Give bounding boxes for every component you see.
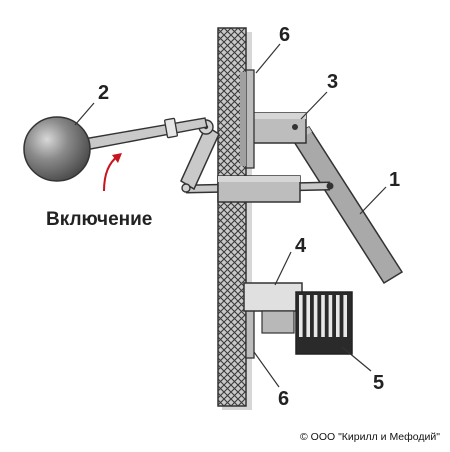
spring-fin bbox=[306, 295, 310, 337]
part-3-bracket bbox=[247, 112, 307, 144]
arm-clamp bbox=[164, 117, 178, 139]
label-5: 5 bbox=[373, 372, 384, 394]
part-4-block bbox=[243, 282, 303, 334]
pivot-pin-3 bbox=[292, 124, 298, 130]
label-6-bottom: 6 bbox=[278, 388, 289, 410]
part-2-ball-handle bbox=[23, 116, 208, 182]
label-3: 3 bbox=[327, 71, 338, 93]
part-6-top-plate bbox=[240, 69, 255, 169]
spring-fin bbox=[343, 295, 347, 337]
label-1: 1 bbox=[389, 169, 400, 191]
slider-block bbox=[217, 175, 301, 203]
spring-fin bbox=[321, 295, 325, 337]
spring-fin bbox=[328, 295, 333, 337]
copyright-note: © ООО "Кирилл и Мефодий" bbox=[300, 431, 440, 443]
action-arrow bbox=[103, 153, 122, 192]
part-5-spring-stack bbox=[295, 291, 353, 355]
spring-fin bbox=[313, 295, 318, 337]
label-4: 4 bbox=[295, 235, 307, 257]
label-6-top: 6 bbox=[279, 24, 290, 46]
ball-knob bbox=[23, 116, 91, 182]
spring-fin bbox=[299, 295, 303, 337]
leader-lines bbox=[74, 43, 387, 388]
spring-fin bbox=[336, 295, 340, 337]
label-2: 2 bbox=[98, 82, 109, 104]
part-1-lever bbox=[289, 126, 404, 285]
action-label: Включение bbox=[46, 209, 152, 230]
